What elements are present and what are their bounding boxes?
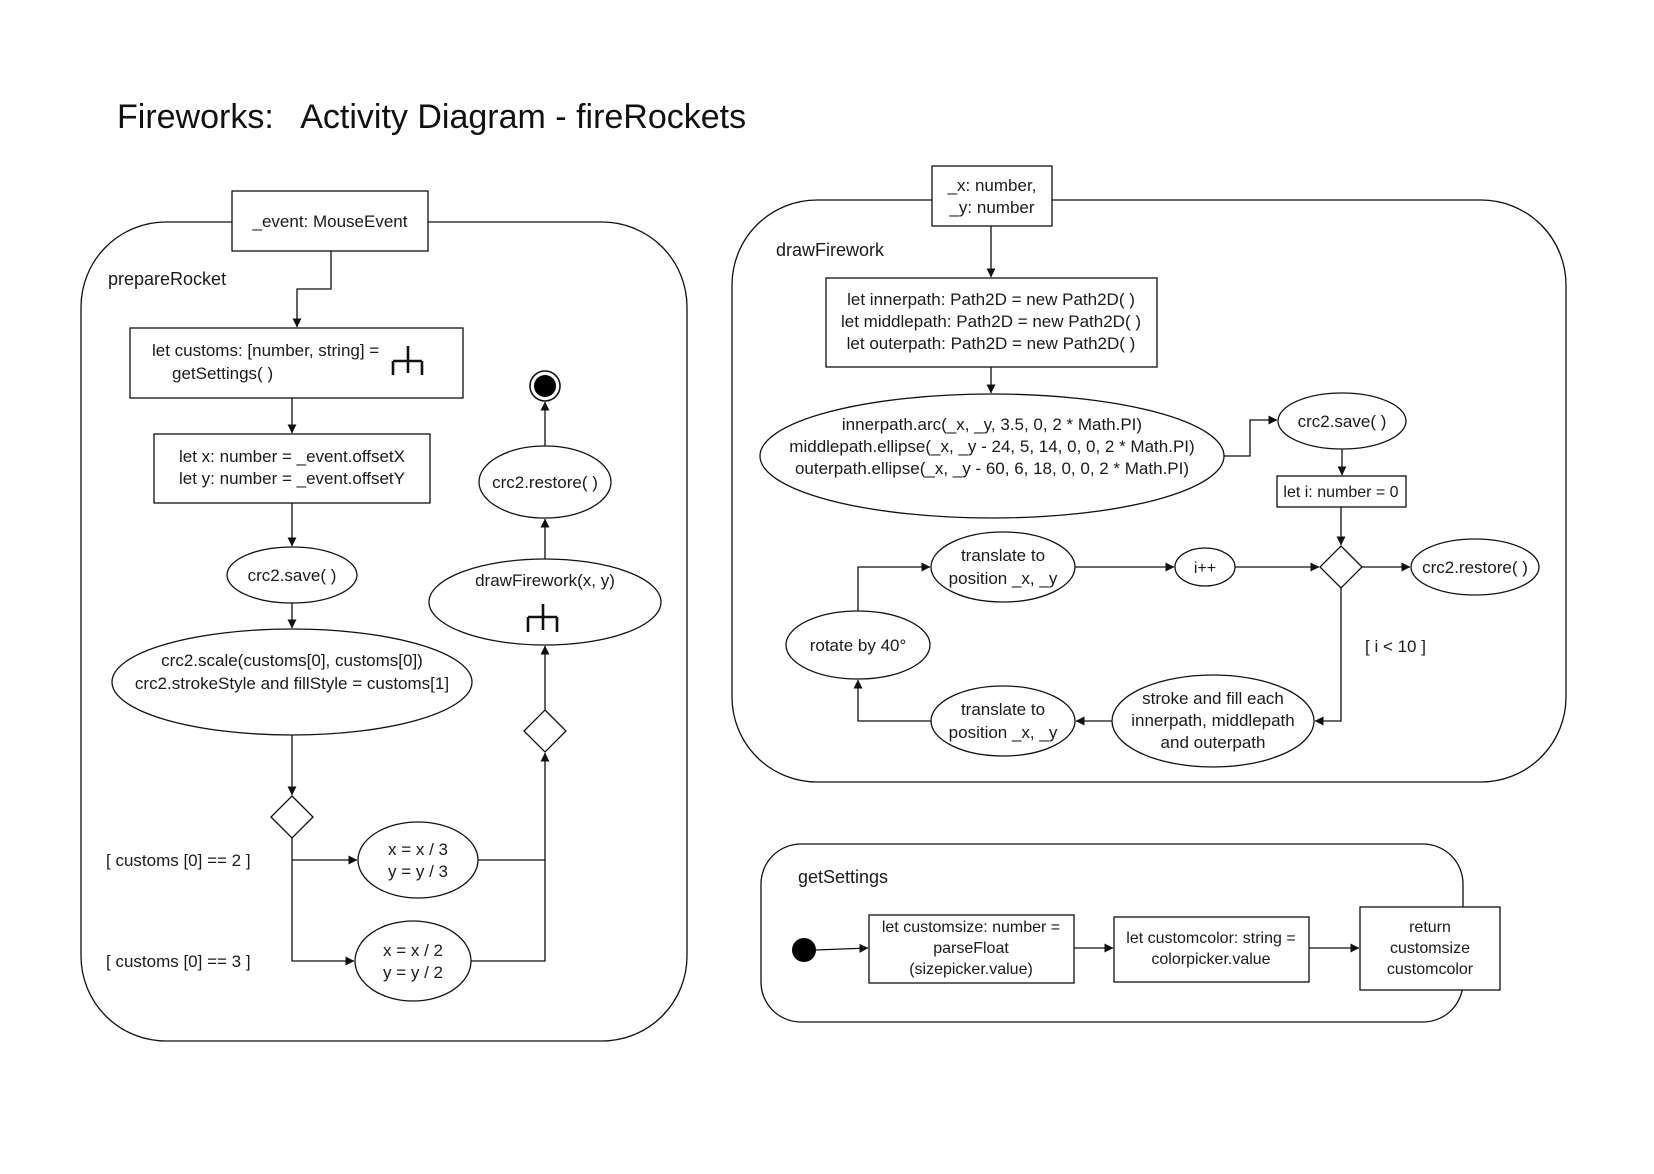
stroke-line-3: and outerpath (1161, 733, 1266, 752)
edge-decision-to-divide-2 (291, 838, 355, 966)
xy-parameter-line-2: _y: number (948, 198, 1034, 217)
edge-divide-2-to-merge (471, 752, 550, 962)
merge-node (523, 709, 567, 753)
arc-line-1: innerpath.arc(_x, _y, 3.5, 0, 2 * Math.P… (842, 415, 1142, 434)
stroke-line-2: innerpath, middlepath (1131, 711, 1295, 730)
return-action (1359, 906, 1501, 991)
arc-line-3: outerpath.ellipse(_x, _y - 60, 6, 18, 0,… (795, 459, 1189, 478)
draw-restore-node (1410, 538, 1540, 596)
customs-line-1: let customs: [number, string] = (152, 341, 379, 360)
call-behavior-icon (526, 604, 559, 632)
customsize-line-2: parseFloat (933, 940, 1009, 957)
initial-node (792, 938, 816, 962)
translate-top-node (930, 531, 1076, 603)
xy-parameter-line-1: _x: number, (947, 176, 1037, 195)
return-line-3: customcolor (1387, 961, 1474, 978)
final-node (529, 370, 561, 402)
customcolor-action (1113, 916, 1310, 983)
get-settings-label: getSettings (798, 867, 888, 887)
return-line-2: customsize (1390, 940, 1470, 957)
event-parameter-node (231, 190, 429, 252)
customsize-action (868, 914, 1075, 984)
xy-action (153, 433, 431, 504)
edge-decision-to-stroke (1314, 588, 1342, 726)
divide-2-line-1: x = x / 2 (383, 941, 443, 960)
divide-3-line-1: x = x / 3 (388, 840, 448, 859)
edge-initial-to-customsize (815, 943, 869, 953)
event-parameter-text: _event: MouseEvent (252, 212, 408, 231)
edge-event-to-customs (292, 251, 332, 328)
divide-by-2-node (354, 920, 472, 1002)
stroke-line-1: stroke and fill each (1142, 689, 1284, 708)
xy-line-2: let y: number = _event.offsetY (179, 469, 405, 488)
scale-line-2: crc2.strokeStyle and fillStyle = customs… (135, 674, 449, 693)
translate-top-line-2: position _x, _y (949, 569, 1058, 588)
translate-bottom-node (930, 685, 1076, 757)
guard-customs-3: [ customs [0] == 3 ] (106, 952, 251, 971)
edge-rotate-to-translate (857, 562, 931, 611)
divide-2-line-2: y = y / 2 (383, 963, 443, 982)
path-declarations-action (825, 277, 1158, 368)
draw-save-text: crc2.save( ) (1298, 412, 1387, 431)
prepare-save-text: crc2.save( ) (248, 566, 337, 585)
draw-firework-label: drawFirework (776, 240, 885, 260)
scale-line-1: crc2.scale(customs[0], customs[0]) (161, 651, 423, 670)
translate-bottom-line-1: translate to (961, 700, 1045, 719)
increment-text: i++ (1194, 560, 1216, 577)
customcolor-line-1: let customcolor: string = (1126, 930, 1295, 947)
arc-definitions-node (759, 393, 1225, 519)
loop-init-action (1276, 475, 1407, 508)
path-decl-line-1: let innerpath: Path2D = new Path2D( ) (847, 290, 1135, 309)
translate-top-line-1: translate to (961, 546, 1045, 565)
path-decl-line-3: let outerpath: Path2D = new Path2D( ) (847, 334, 1136, 353)
guard-customs-2: [ customs [0] == 2 ] (106, 851, 251, 870)
draw-restore-text: crc2.restore( ) (1422, 558, 1528, 577)
divide-by-3-node (357, 821, 479, 899)
customsize-line-1: let customsize: number = (882, 919, 1060, 936)
edge-arcs-to-save (1224, 415, 1278, 457)
prepare-rocket-label: prepareRocket (108, 269, 226, 289)
path-decl-line-2: let middlepath: Path2D = new Path2D( ) (841, 312, 1141, 331)
rotate-text: rotate by 40° (810, 636, 907, 655)
edge-translate-to-rotate (853, 679, 931, 722)
prepare-restore-text: crc2.restore( ) (492, 473, 598, 492)
divide-3-line-2: y = y / 3 (388, 862, 448, 881)
xy-parameter-node (931, 165, 1053, 227)
return-line-1: return (1409, 919, 1451, 936)
diagram-title: Fireworks: Activity Diagram - fireRocket… (117, 98, 746, 136)
xy-line-1: let x: number = _event.offsetX (179, 447, 405, 466)
loop-init-text: let i: number = 0 (1283, 484, 1398, 501)
call-behavior-icon (388, 337, 428, 379)
customs-line-2: getSettings( ) (172, 364, 273, 383)
customsize-line-3: (sizepicker.value) (909, 961, 1033, 978)
translate-bottom-line-2: position _x, _y (949, 723, 1058, 742)
customcolor-line-2: colorpicker.value (1151, 951, 1270, 968)
loop-guard: [ i < 10 ] (1365, 637, 1426, 656)
draw-firework-call-text: drawFirework(x, y) (475, 571, 615, 590)
arc-line-2: middlepath.ellipse(_x, _y - 24, 5, 14, 0… (789, 437, 1194, 456)
